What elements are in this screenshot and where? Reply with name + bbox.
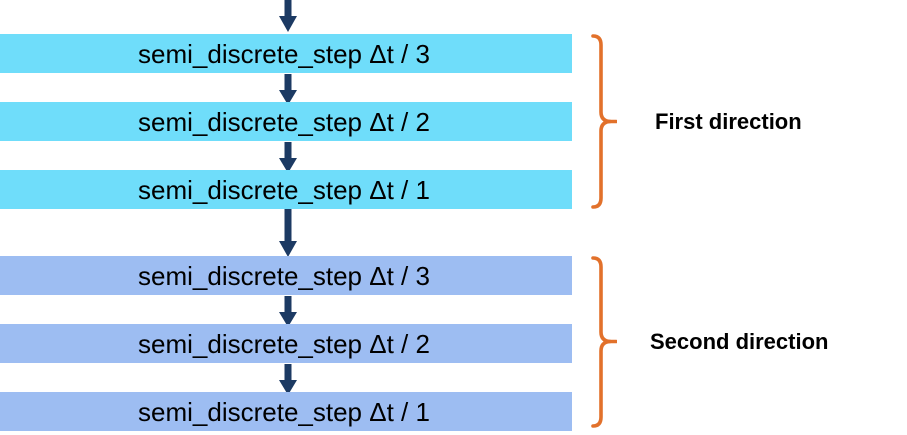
step-bar-label: semi_discrete_step Δt / 2: [138, 106, 430, 137]
group-label-first-direction: First direction: [655, 109, 802, 134]
step-bar-second-2[interactable]: semi_discrete_step Δt / 2: [0, 324, 572, 363]
step-bar-label: semi_discrete_step Δt / 2: [138, 328, 430, 359]
bracket-second-direction-icon: [591, 256, 617, 428]
arrow-step4-to-step5-icon: [278, 296, 298, 330]
step-bar-label: semi_discrete_step Δt / 3: [138, 38, 430, 69]
step-bar-second-1[interactable]: semi_discrete_step Δt / 3: [0, 256, 572, 295]
arrow-first-to-second-group-icon: [278, 209, 298, 259]
arrow-into-first-step-icon: [278, 0, 298, 36]
step-bar-first-3[interactable]: semi_discrete_step Δt / 1: [0, 170, 572, 209]
step-bar-label: semi_discrete_step Δt / 1: [138, 174, 430, 205]
arrow-step2-to-step3-icon: [278, 142, 298, 176]
group-label-second-direction: Second direction: [650, 329, 829, 354]
step-bar-first-2[interactable]: semi_discrete_step Δt / 2: [0, 102, 572, 141]
arrow-step5-to-step6-icon: [278, 364, 298, 398]
step-bar-first-1[interactable]: semi_discrete_step Δt / 3: [0, 34, 572, 73]
bracket-first-direction-icon: [591, 34, 617, 209]
arrow-step1-to-step2-icon: [278, 74, 298, 108]
step-bar-second-3[interactable]: semi_discrete_step Δt / 1: [0, 392, 572, 431]
step-bar-label: semi_discrete_step Δt / 3: [138, 260, 430, 291]
step-bar-label: semi_discrete_step Δt / 1: [138, 396, 430, 427]
